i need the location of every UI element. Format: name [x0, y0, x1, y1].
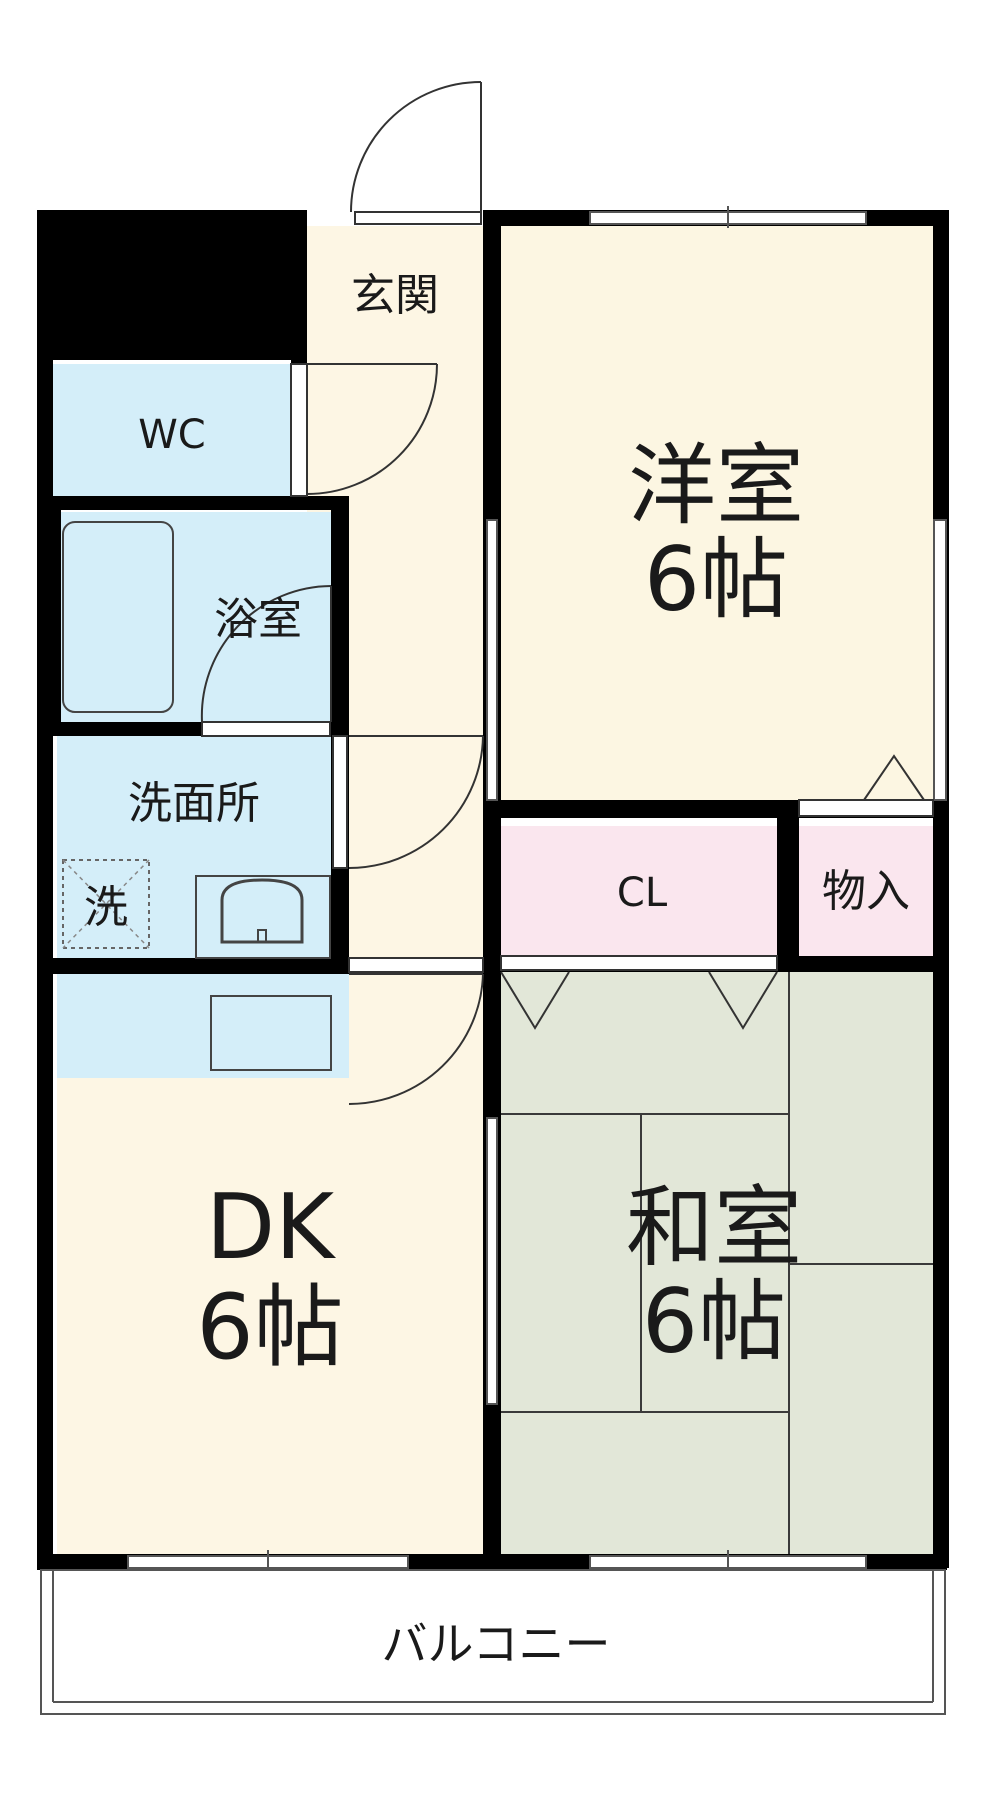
bath-label: 浴室	[214, 594, 302, 645]
closet-label: CL	[617, 870, 668, 916]
washroom-floor	[57, 736, 331, 958]
storage-label: 物入	[822, 866, 910, 917]
dk-floor	[57, 1078, 483, 1554]
sink-basin	[220, 878, 304, 944]
western-room-size: 6帖	[644, 528, 788, 631]
windows	[127, 206, 947, 1574]
washer-label: 洗	[84, 882, 128, 933]
balcony	[40, 1569, 946, 1715]
western-room-name: 洋室	[628, 434, 804, 537]
bathtub	[62, 521, 174, 713]
balcony-label: バルコニー	[381, 1617, 610, 1671]
kitchen-sink	[210, 995, 332, 1071]
bathroom-floor	[57, 512, 331, 722]
storage-floor	[799, 826, 933, 956]
dk-floor-upper	[349, 974, 483, 1078]
dk-size: 6帖	[196, 1275, 343, 1380]
genkan-label: 玄関	[351, 270, 439, 321]
western-room-floor	[501, 226, 937, 810]
genkan-floor	[307, 226, 483, 356]
closet-floor	[501, 826, 777, 956]
kitchen-counter	[57, 974, 349, 1078]
door-arcs	[200, 81, 934, 1105]
wc-floor	[53, 364, 291, 496]
washer-space	[62, 859, 150, 949]
sink-vanity	[195, 875, 331, 959]
japanese-room-size: 6帖	[642, 1270, 786, 1373]
tatami-lines	[501, 972, 933, 1554]
faucet	[257, 929, 267, 943]
washroom-label: 洗面所	[128, 778, 260, 829]
dk-name: DK	[206, 1175, 336, 1280]
japanese-room-name: 和室	[626, 1176, 802, 1279]
wc-label: WC	[138, 412, 205, 458]
folding-door-markers	[500, 754, 925, 1030]
